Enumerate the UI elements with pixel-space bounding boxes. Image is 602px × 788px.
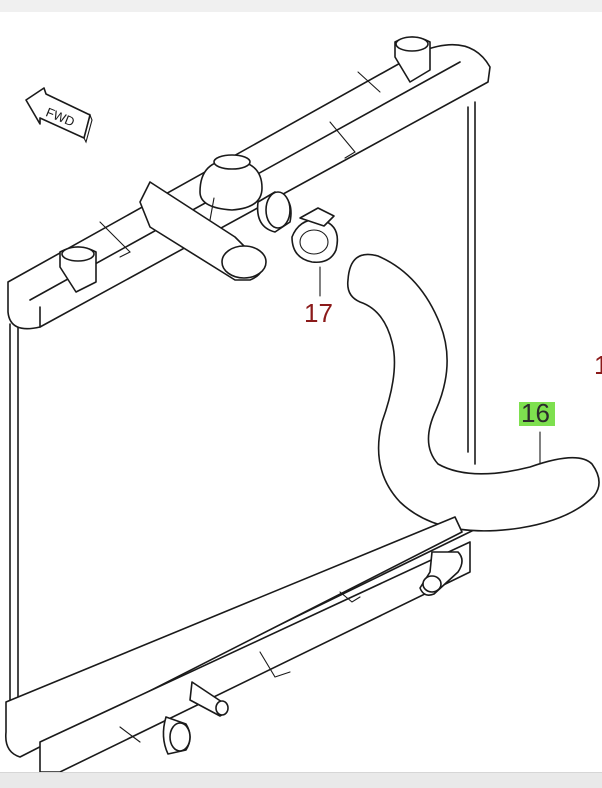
radiator-lower-tank — [4, 516, 471, 772]
callout-cutoff[interactable]: 1 — [594, 350, 602, 380]
callout-16-highlight — [519, 402, 555, 426]
drain-fitting-icon — [162, 551, 463, 755]
callout-17[interactable]: 17 — [304, 298, 333, 328]
radiator-cap — [139, 154, 267, 281]
radiator-outlet-stub — [256, 191, 292, 233]
radiator-parts-diagram: FWD — [4, 36, 602, 772]
fwd-arrow-icon: FWD — [25, 87, 93, 144]
viewer-bottom-bar — [0, 772, 602, 788]
parts-diagram-frame: FWD — [0, 12, 602, 772]
hose-clamp-icon — [291, 207, 339, 297]
radiator-hose-icon — [346, 253, 600, 532]
callout-16[interactable]: 16 — [521, 398, 550, 428]
